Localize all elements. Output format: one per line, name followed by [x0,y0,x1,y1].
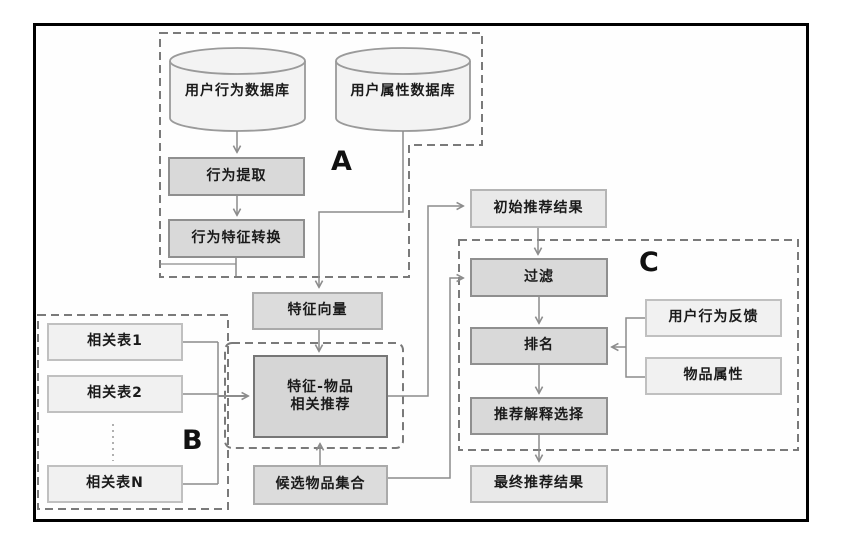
user-behavior-db-label: 用户行为数据库 [185,83,290,99]
node-user-behavior-feedback: 用户行为反馈 [645,299,782,337]
node-ranking: 排名 [470,327,608,365]
section-label-b: B [182,425,203,456]
arrow-db2-to-feature-vector [319,131,404,287]
group-c-outline [458,239,799,451]
group-a-outline [159,32,483,278]
node-feature-item-recommendation: 特征-物品 相关推荐 [253,355,388,438]
user-attribute-db-label: 用户属性数据库 [350,83,456,99]
section-label-c: C [639,247,659,278]
node-related-table-1: 相关表1 [47,323,183,361]
node-behavior-feature-conversion: 行为特征转换 [168,219,305,258]
node-feature-vector: 特征向量 [252,292,383,330]
bracket-feedback-itemattr [625,317,645,378]
arrow-candidate-to-filter [388,278,463,479]
node-item-attributes: 物品属性 [645,357,782,395]
group-b-outline [37,314,229,510]
node-related-table-n: 相关表N [47,465,183,503]
section-label-a: A [331,146,352,177]
node-candidate-item-set: 候选物品集合 [253,465,388,505]
arrow-feature-item-to-initial [388,206,463,397]
node-final-recommendation-results: 最终推荐结果 [470,465,608,503]
node-filter: 过滤 [470,258,608,297]
user-behavior-db-cylinder-icon [169,47,306,132]
user-attribute-db-cylinder-icon [335,47,471,132]
feature-item-line2: 相关推荐 [290,396,351,413]
node-initial-recommendation-results: 初始推荐结果 [470,189,607,228]
node-related-table-2: 相关表2 [47,375,183,413]
node-behavior-extraction: 行为提取 [168,157,305,196]
feature-item-line1: 特征-物品 [287,379,354,395]
node-recommendation-explanation-selection: 推荐解释选择 [470,397,608,435]
